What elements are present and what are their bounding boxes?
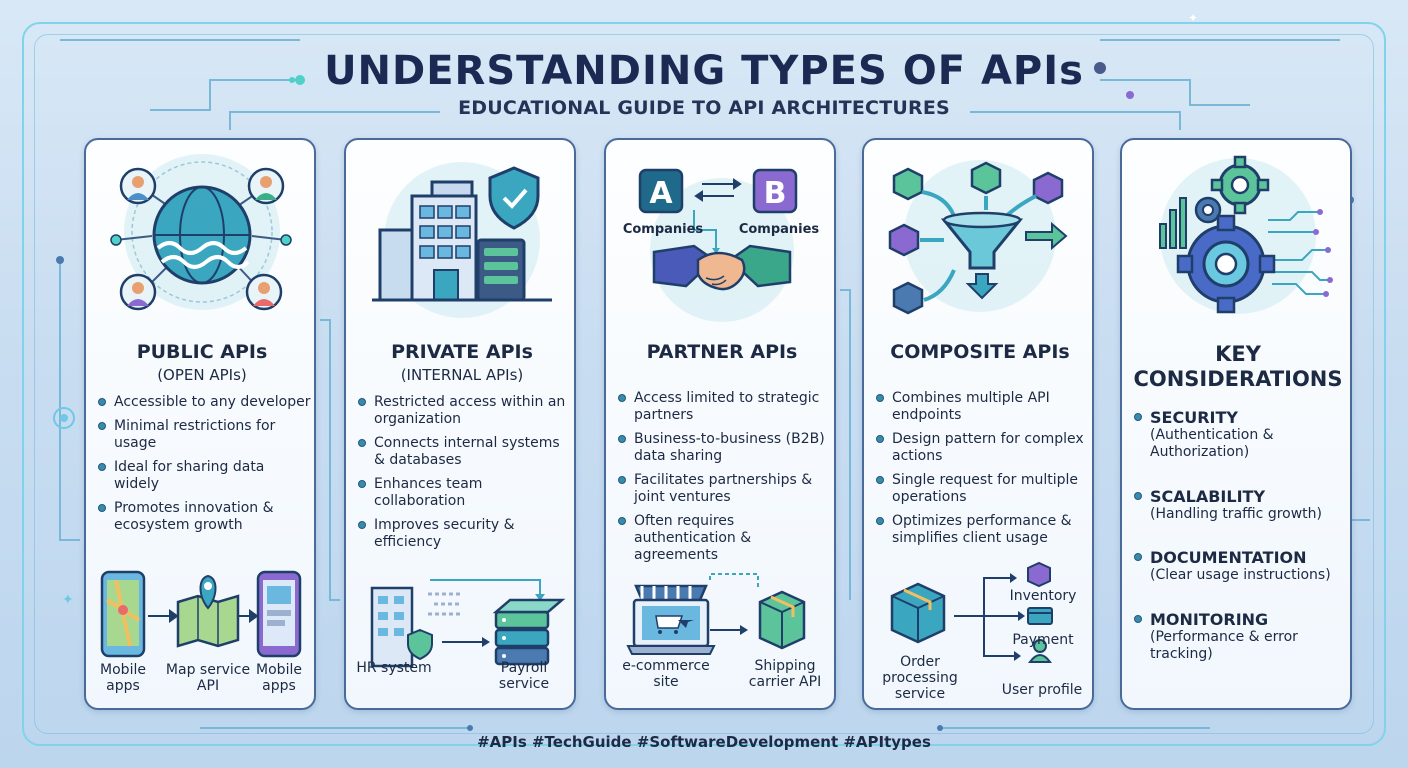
bullet-dot-icon: [358, 480, 366, 488]
bullet-list: Access limited to strategic partners Bus…: [618, 390, 832, 571]
bullet-dot-icon: [876, 517, 884, 525]
company-b-label: Companies: [738, 222, 820, 237]
consideration-head: MONITORING: [1134, 610, 1348, 629]
card-public-apis: PUBLIC APIs (OPEN APIs) Accessible to an…: [84, 138, 316, 710]
consideration-head: DOCUMENTATION: [1134, 548, 1348, 567]
consideration-desc: (Handling traffic growth): [1150, 506, 1322, 522]
list-item: Access limited to strategic partners: [618, 390, 832, 424]
bullet-dot-icon: [98, 504, 106, 512]
shop-shipping-icon: [626, 573, 806, 655]
badge-b: B: [764, 176, 787, 211]
bullet-dot-icon: [358, 521, 366, 529]
page-title: UNDERSTANDING TYPES OF APIs: [324, 48, 1084, 94]
card-partner-apis: A B Companies Companies PARTNER APIs Acc…: [604, 138, 836, 710]
bullet-dot-icon: [1134, 615, 1142, 623]
footer-hashtags: #APIs #TechGuide #SoftwareDevelopment #A…: [477, 733, 931, 751]
bullet-dot-icon: [876, 435, 884, 443]
public-api-diagram: Mobile apps Map service API Mobile apps: [86, 560, 314, 708]
bullet-dot-icon: [618, 394, 626, 402]
handshake-icon: A B: [638, 168, 798, 322]
badge-a: A: [649, 176, 673, 211]
bullet-dot-icon: [358, 439, 366, 447]
diagram-label-right: Mobile apps: [256, 662, 302, 694]
company-a-label: Companies: [622, 222, 704, 237]
diagram-label-right: Payroll service: [498, 660, 550, 692]
card-title: PUBLIC APIs: [136, 341, 268, 363]
list-item: Promotes innovation & ecosystem growth: [98, 500, 312, 534]
list-item: Minimal restrictions for usage: [98, 418, 312, 452]
diagram-label-left: e-commerce site: [622, 658, 710, 690]
card-subtitle: (OPEN APIs): [157, 366, 247, 384]
bullet-dot-icon: [98, 463, 106, 471]
globe-network-icon: [110, 154, 292, 311]
card-title: KEY CONSIDERATIONS: [1133, 342, 1343, 391]
list-item: Restricted access within an organization: [358, 394, 572, 428]
consideration-monitoring: MONITORING (Performance & error tracking…: [1134, 610, 1348, 663]
card-private-apis: PRIVATE APIs (INTERNAL APIs) Restricted …: [344, 138, 576, 710]
funnel-cubes-icon: [888, 160, 1068, 315]
target-inventory: Inventory: [1009, 588, 1077, 604]
consideration-head: SCALABILITY: [1134, 487, 1348, 506]
target-payment: Payment: [1012, 632, 1074, 648]
consideration-desc: (Clear usage instructions): [1150, 567, 1331, 583]
diagram-label-left: HR system: [356, 660, 432, 676]
bullet-dot-icon: [618, 435, 626, 443]
phone-map-icon: [100, 570, 302, 658]
bullet-dot-icon: [1134, 492, 1142, 500]
list-item: Business-to-business (B2B) data sharing: [618, 431, 832, 465]
bullet-dot-icon: [98, 398, 106, 406]
order-fanout-icon: [890, 561, 1053, 663]
list-item: Design pattern for complex actions: [876, 431, 1090, 465]
bullet-dot-icon: [876, 394, 884, 402]
consideration-head: SECURITY: [1134, 408, 1348, 427]
consideration-desc: (Performance & error tracking): [1150, 629, 1298, 662]
list-item: Ideal for sharing data widely: [98, 459, 312, 493]
diagram-label-left: Mobile apps: [100, 662, 146, 694]
private-api-diagram: HR system Payroll service: [346, 560, 574, 708]
bullet-dot-icon: [358, 398, 366, 406]
diagram-label-center: Map service API: [165, 662, 251, 694]
bullet-list: Restricted access within an organization…: [358, 394, 572, 558]
bullet-list: Accessible to any developer Minimal rest…: [98, 394, 312, 541]
diagram-label-right: Shipping carrier API: [748, 658, 822, 690]
gears-circuit-icon: [1159, 155, 1333, 314]
bullet-dot-icon: [1134, 553, 1142, 561]
bullet-dot-icon: [98, 422, 106, 430]
inner-frame: [34, 34, 1374, 734]
diagram-label-source: Order processing service: [882, 654, 958, 702]
consideration-desc: (Authentication & Authorization): [1150, 427, 1274, 460]
bullet-dot-icon: [1134, 413, 1142, 421]
outer-frame: [22, 22, 1386, 746]
consideration-scalability: SCALABILITY (Handling traffic growth): [1134, 487, 1348, 523]
building-shield-icon: [372, 162, 552, 318]
consideration-security: SECURITY (Authentication & Authorization…: [1134, 408, 1348, 461]
bullet-list: Combines multiple API endpoints Design p…: [876, 390, 1090, 554]
page-subtitle: EDUCATIONAL GUIDE TO API ARCHITECTURES: [458, 97, 950, 119]
list-item: Single request for multiple operations: [876, 472, 1090, 506]
card-composite-apis: COMPOSITE APIs Combines multiple API end…: [862, 138, 1094, 710]
hr-payroll-icon: [370, 579, 566, 668]
list-item: Accessible to any developer: [98, 394, 312, 411]
bullet-dot-icon: [618, 517, 626, 525]
list-item: Enhances team collaboration: [358, 476, 572, 510]
target-user-profile: User profile: [1001, 682, 1083, 698]
bullet-dot-icon: [876, 476, 884, 484]
card-subtitle: (INTERNAL APIs): [400, 366, 524, 384]
list-item: Optimizes performance & simplifies clien…: [876, 513, 1090, 547]
card-title: COMPOSITE APIs: [890, 341, 1070, 363]
card-title: PRIVATE APIs: [391, 341, 533, 363]
list-item: Facilitates partnerships & joint venture…: [618, 472, 832, 506]
list-item: Improves security & efficiency: [358, 517, 572, 551]
card-title: PARTNER APIs: [646, 341, 798, 363]
list-item: Combines multiple API endpoints: [876, 390, 1090, 424]
list-item: Connects internal systems & databases: [358, 435, 572, 469]
card-key-considerations: KEY CONSIDERATIONS SECURITY (Authenticat…: [1120, 138, 1352, 710]
partner-api-diagram: e-commerce site Shipping carrier API: [606, 560, 834, 708]
composite-api-diagram: Inventory Payment User profile Order pro…: [864, 560, 1092, 708]
bullet-dot-icon: [618, 476, 626, 484]
consideration-documentation: DOCUMENTATION (Clear usage instructions): [1134, 548, 1348, 584]
list-item: Often requires authentication & agreemen…: [618, 513, 832, 564]
